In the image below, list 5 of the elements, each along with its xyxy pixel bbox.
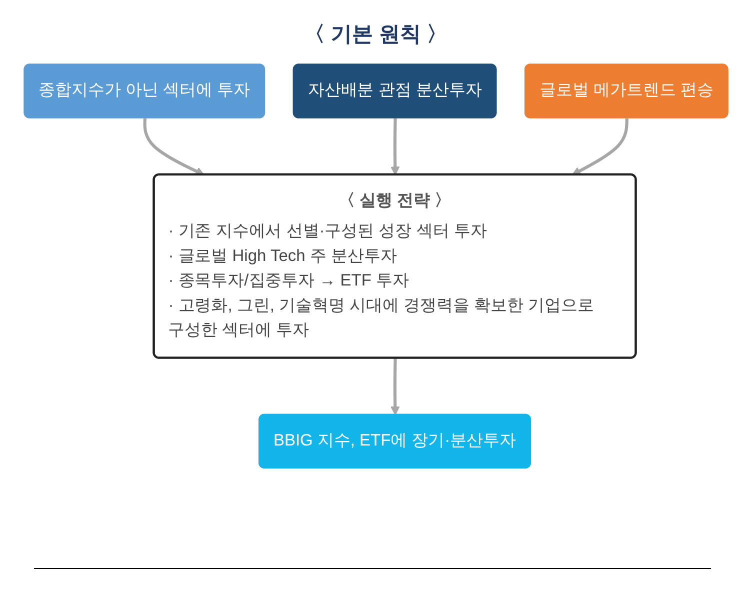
section-heading: 〈 기본 원칙 〉 bbox=[304, 23, 448, 46]
arrow bbox=[143, 118, 204, 176]
arrow bbox=[390, 118, 400, 176]
arrow bbox=[572, 118, 628, 176]
arrow bbox=[390, 358, 400, 416]
